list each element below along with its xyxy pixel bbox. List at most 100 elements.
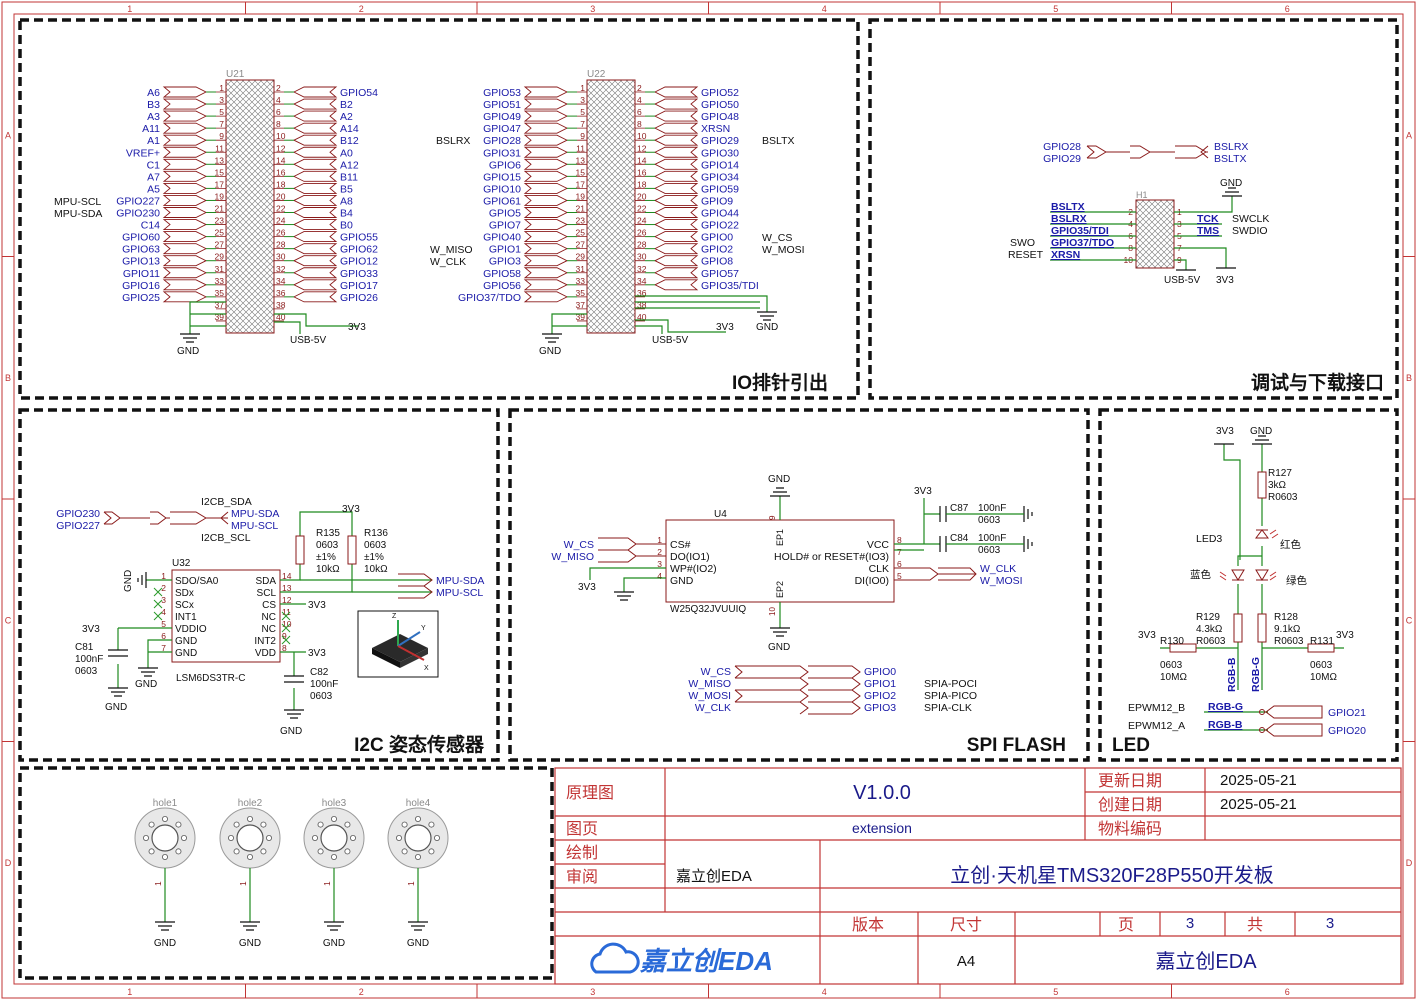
frame-row-right-D: D bbox=[1406, 858, 1413, 868]
frame-row-right-C: C bbox=[1406, 615, 1413, 625]
led-3v3-left: 3V3 bbox=[1138, 630, 1156, 641]
u22-pin-31: 31 bbox=[576, 264, 586, 274]
frame-row-left-A: A bbox=[5, 130, 11, 140]
u22-gnd-left: GND bbox=[539, 346, 561, 357]
frame-col-bottom-4: 4 bbox=[822, 987, 827, 997]
u21-pin-11: 11 bbox=[215, 143, 224, 153]
svg-text:X: X bbox=[424, 665, 429, 672]
imu-flag-mpu-scl: MPU-SCL bbox=[231, 520, 278, 532]
u21-net-right: A14 bbox=[340, 123, 359, 135]
hole-gnd: GND bbox=[407, 938, 429, 949]
u21-pin-1: 1 bbox=[219, 83, 224, 93]
u22-net-left: GPIO40 bbox=[483, 232, 521, 244]
c87-value: 100nF bbox=[978, 503, 1006, 514]
u21-net-left: C1 bbox=[147, 159, 161, 171]
u22-pin-14: 14 bbox=[637, 155, 647, 165]
led-net-rgb-g-flag: RGB-G bbox=[1208, 701, 1243, 713]
u22-pin-22: 22 bbox=[637, 204, 647, 214]
hole-pin: 1 bbox=[153, 881, 163, 886]
u22-pin-5: 5 bbox=[580, 107, 585, 117]
u4-pin-8: 8 bbox=[897, 535, 902, 545]
led-3v3-right: 3V3 bbox=[1336, 630, 1354, 641]
c84-value: 100nF bbox=[978, 533, 1006, 544]
imu-section: GPIO230 GPIO227 MPU-SDA MPU-SCL I2CB_SDA… bbox=[56, 496, 484, 737]
u22-net-right: GPIO34 bbox=[701, 171, 739, 183]
u21-net-right: B12 bbox=[340, 135, 359, 147]
u4-pin-4: 4 bbox=[657, 571, 662, 581]
spi-map-left-net: W_MISO bbox=[688, 678, 731, 690]
u21-net-right: A0 bbox=[340, 147, 353, 159]
u32-body bbox=[171, 569, 281, 663]
u21-net-right: B11 bbox=[340, 171, 358, 183]
u21-net-right: GPIO17 bbox=[340, 280, 378, 292]
debug-flag-bslrx: BSLRX bbox=[1214, 141, 1248, 153]
u21-pin-38: 38 bbox=[276, 300, 286, 310]
u32-pin-name: INT2 bbox=[254, 636, 276, 647]
u21-net-right: B2 bbox=[340, 99, 353, 111]
imu-gnd-sdo: GND bbox=[123, 570, 134, 592]
led3-designator: LED3 bbox=[1196, 533, 1222, 545]
u22-net-left: GPIO47 bbox=[483, 123, 521, 135]
u4-pin-1: 1 bbox=[657, 535, 662, 545]
hole-pin: 1 bbox=[322, 881, 332, 886]
u21-pin-8: 8 bbox=[276, 119, 281, 129]
spi-in-w-cs: W_CS bbox=[564, 539, 594, 551]
u22-pin-1: 1 bbox=[580, 83, 585, 93]
imu-bus-scl: I2CB_SCL bbox=[201, 532, 251, 544]
tb-create-date: 2025-05-21 bbox=[1220, 796, 1297, 813]
frame-col-top-1: 1 bbox=[127, 4, 132, 14]
section-title-imu: I2C 姿态传感器 bbox=[354, 733, 485, 756]
u21-pin-22: 22 bbox=[276, 204, 286, 214]
u22-net-left: GPIO37/TDO bbox=[458, 292, 521, 304]
u21-net-left: GPIO25 bbox=[122, 292, 160, 304]
u32-pin-5: 5 bbox=[161, 619, 166, 629]
u4-pin-name: CLK bbox=[869, 563, 889, 575]
hole-pin: 1 bbox=[406, 881, 416, 886]
u21-net-left: GPIO13 bbox=[122, 256, 160, 268]
u22-side-bslrx: BSLRX bbox=[436, 135, 470, 147]
u21-pin-20: 20 bbox=[276, 191, 286, 201]
r128-line-2: R0603 bbox=[1274, 636, 1304, 647]
u32-pin-name: CS bbox=[262, 600, 276, 611]
tb-key-total: 共 bbox=[1247, 916, 1263, 934]
u22-pin-37: 37 bbox=[576, 300, 586, 310]
spi-flags bbox=[598, 537, 977, 581]
svg-text:Z: Z bbox=[392, 613, 397, 620]
u32-pin-name: SDx bbox=[175, 588, 194, 599]
jlc-eda-logo: 嘉立创EDA bbox=[590, 942, 773, 976]
u21-net-right: GPIO33 bbox=[340, 268, 378, 280]
section-title-led: LED bbox=[1112, 735, 1150, 756]
u22-pin-38: 38 bbox=[637, 300, 647, 310]
tb-key-update: 更新日期 bbox=[1098, 772, 1162, 790]
r129-line-1: 4.3kΩ bbox=[1196, 624, 1223, 635]
u32-pin-name: SCL bbox=[257, 588, 277, 599]
led-color-red: 红色 bbox=[1280, 538, 1302, 551]
imu-gnd-c82: GND bbox=[280, 726, 302, 737]
hole-gnd: GND bbox=[154, 938, 176, 949]
u22-net-right: GPIO57 bbox=[701, 268, 739, 280]
debug-flag-gpio29: GPIO29 bbox=[1043, 153, 1081, 165]
h1-note-swclk: SWCLK bbox=[1232, 213, 1269, 225]
frame-row-left-D: D bbox=[5, 858, 12, 868]
u22-net-left: GPIO31 bbox=[483, 147, 521, 159]
u22-pin-29: 29 bbox=[576, 252, 586, 262]
u22-pin-6: 6 bbox=[637, 107, 642, 117]
imu-flag-gpio227: GPIO227 bbox=[56, 520, 100, 532]
u22-net-left: GPIO6 bbox=[489, 159, 521, 171]
h1-note-reset: RESET bbox=[1008, 249, 1044, 261]
imu-gnd-symbols bbox=[108, 572, 304, 719]
u21-net-right: GPIO55 bbox=[340, 232, 378, 244]
tb-total: 3 bbox=[1326, 915, 1334, 932]
u32-pin-name: GND bbox=[175, 636, 197, 647]
frame-row-left-B: B bbox=[5, 373, 11, 383]
u21-pin-6: 6 bbox=[276, 107, 281, 117]
u21-pin-5: 5 bbox=[219, 107, 224, 117]
imu-3v3-cs: 3V3 bbox=[308, 600, 326, 611]
cloud-icon bbox=[590, 942, 640, 974]
led-net-rgb-b-flag: RGB-B bbox=[1208, 719, 1243, 731]
u22-pin-4: 4 bbox=[637, 95, 642, 105]
u21-pin-21: 21 bbox=[215, 204, 225, 214]
